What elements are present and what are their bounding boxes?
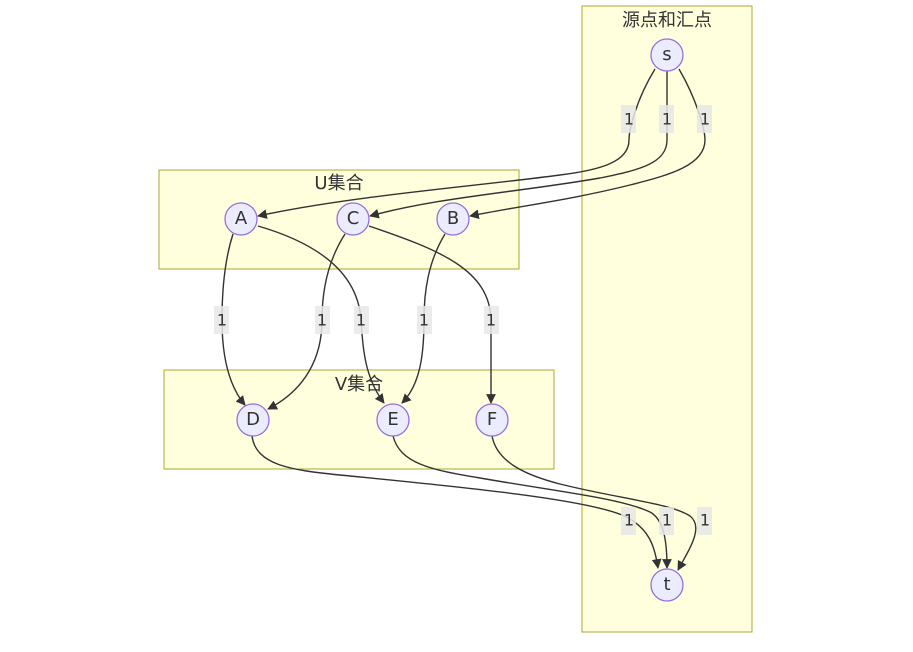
node-D-label: D <box>246 409 260 430</box>
edge-label-A-D: 1 <box>214 306 229 334</box>
edge-F-t <box>491 435 697 571</box>
edge-label-s-A-text: 1 <box>624 110 634 129</box>
edge-s-C <box>369 71 668 219</box>
edge-label-C-D: 1 <box>315 306 330 334</box>
node-E: E <box>376 403 410 437</box>
node-A-circle <box>224 202 258 236</box>
edge-label-B-E: 1 <box>417 306 432 334</box>
node-D-circle <box>236 403 270 437</box>
node-F-circle <box>475 403 509 437</box>
node-A-label: A <box>235 208 248 229</box>
node-s: s <box>650 38 684 72</box>
node-C: C <box>336 202 370 236</box>
edge-D-t <box>251 435 662 569</box>
node-s-label: s <box>662 44 671 65</box>
node-t-circle <box>650 568 684 602</box>
edge-label-s-A: 1 <box>621 105 636 133</box>
node-B: B <box>436 202 470 236</box>
node-t-label: t <box>663 574 670 595</box>
edge-label-C-D-text: 1 <box>317 311 327 330</box>
edge-label-D-t-text: 1 <box>624 511 634 530</box>
cluster-v-title: V集合 <box>335 374 383 395</box>
node-C-circle <box>336 202 370 236</box>
edge-label-E-t: 1 <box>659 507 674 535</box>
edge-label-A-D-text: 1 <box>217 311 227 330</box>
edge-labels: 1 1 1 1 1 1 1 1 <box>214 105 712 535</box>
node-E-label: E <box>387 409 398 430</box>
cluster-source-sink-title: 源点和汇点 <box>622 10 712 31</box>
edge-label-s-B: 1 <box>697 105 712 133</box>
node-B-circle <box>436 202 470 236</box>
edge-label-D-t: 1 <box>621 507 636 535</box>
edge-label-F-t: 1 <box>697 507 712 535</box>
edge-label-B-E-text: 1 <box>419 311 429 330</box>
node-B-label: B <box>447 208 459 229</box>
node-C-label: C <box>347 208 360 229</box>
edge-label-C-F-text: 1 <box>486 311 496 330</box>
node-E-circle <box>376 403 410 437</box>
node-D: D <box>236 403 270 437</box>
edge-label-s-C: 1 <box>659 105 674 133</box>
edge-label-s-C-text: 1 <box>662 110 672 129</box>
node-s-circle <box>650 38 684 72</box>
edge-label-A-E-text: 1 <box>356 311 366 330</box>
node-t: t <box>650 568 684 602</box>
edge-label-E-t-text: 1 <box>662 511 672 530</box>
node-F: F <box>475 403 509 437</box>
edge-label-s-B-text: 1 <box>700 110 710 129</box>
node-A: A <box>224 202 258 236</box>
edge-label-C-F: 1 <box>484 306 499 334</box>
nodes: s A C B D E F t <box>224 38 684 602</box>
edge-label-F-t-text: 1 <box>700 511 710 530</box>
edge-label-A-E: 1 <box>354 306 369 334</box>
node-F-label: F <box>487 409 497 430</box>
cluster-u-title: U集合 <box>314 173 363 194</box>
